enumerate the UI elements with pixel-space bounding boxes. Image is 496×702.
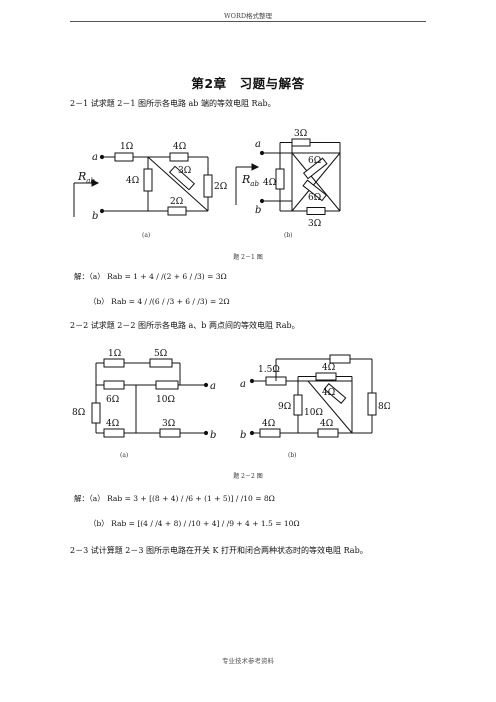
fig22a-r6-label: 4Ω — [106, 419, 119, 429]
fig22b-r5-label: 10Ω — [304, 408, 323, 418]
fig22a-r7-label: 3Ω — [162, 419, 175, 429]
fig21a-r5-label: 2Ω — [214, 182, 227, 192]
problem-2-1-text: 2－1 试求题 2－1 图所示各电路 ab 端的等效电阻 Rab。 — [70, 99, 276, 108]
problem-2-3-text: 2－3 试计算题 2－3 图所示电路在开关 K 打开和闭合两种状态时的等效电阻 … — [70, 546, 368, 555]
solution-2-2-a: 解：（a） Rab = 3 + [(8 + 4) / /6 + (1 + 5)]… — [74, 494, 275, 503]
fig22-caption: 题 2－2 图 — [233, 473, 263, 480]
fig22b-node-b: b — [240, 430, 246, 441]
fig22-sublabel-b: (b) — [288, 452, 297, 459]
fig21-sublabel-b: (b) — [284, 232, 293, 239]
fig21b-r1-label: 3Ω — [294, 129, 307, 139]
fig22a-r3-label: 6Ω — [106, 395, 119, 405]
fig21a-r3-label: 4Ω — [126, 176, 139, 186]
solution-2-2-b: （b） Rab = [(4 / /4 + 8) / /10 + 4] / /9 … — [89, 519, 300, 528]
chapter-title: 第2章 习题与解答 — [191, 76, 305, 91]
figure-2-2: 1Ω 5Ω 6Ω 10Ω 8Ω 4Ω 3Ω a b 1.5Ω 4Ω 4Ω 9Ω … — [72, 349, 390, 441]
fig22b-node-a: a — [240, 379, 246, 390]
solution-2-1-b: （b） Rab = 4 / /(6 / /3 + 6 / /3) = 2Ω — [89, 297, 230, 306]
fig22a-r4-label: 10Ω — [156, 395, 175, 405]
fig22a-r5-label: 8Ω — [72, 408, 85, 418]
fig22a-node-b: b — [210, 430, 216, 441]
fig21b-rab-label: Rab — [241, 173, 259, 188]
solution-2-1-a: 解：（a） Rab = 1 + 4 / /(2 + 6 / /3) = 3Ω — [74, 272, 227, 281]
fig22b-r1-label: 1.5Ω — [258, 365, 280, 375]
fig21b-r2-label: 6Ω — [308, 156, 321, 166]
fig21a-node-b: b — [92, 211, 98, 222]
fig22a-r1-label: 1Ω — [108, 349, 121, 359]
fig22b-r4-label: 9Ω — [278, 402, 291, 412]
fig21b-r3-label: 4Ω — [263, 178, 276, 188]
fig21b-node-a: a — [255, 139, 261, 150]
header-rule — [70, 21, 426, 22]
fig21a-r2-label: 4Ω — [173, 142, 186, 152]
fig21a-rab-label: Rab — [77, 170, 95, 185]
page-header: WORD格式整理 — [223, 12, 273, 20]
figure-2-1: 1Ω 4Ω 4Ω 3Ω 2Ω 2Ω a b Rab 3Ω 6Ω 4Ω 6Ω 3Ω… — [73, 129, 341, 229]
fig21a-node-a: a — [92, 152, 98, 163]
fig21a-r4-label: 3Ω — [178, 166, 191, 176]
fig21-caption: 题 2－1 图 — [233, 254, 263, 261]
fig21b-r4-label: 6Ω — [308, 193, 321, 203]
fig22b-r6-label: 8Ω — [378, 402, 390, 412]
fig21b-r5-label: 3Ω — [308, 219, 321, 229]
page-footer: 专业技术参考资料 — [222, 657, 274, 665]
fig21-sublabel-a: (a) — [142, 232, 151, 239]
fig22b-r8-label: 4Ω — [320, 419, 333, 429]
fig22b-r2-label: 4Ω — [322, 363, 335, 373]
fig22-sublabel-a: (a) — [120, 452, 129, 459]
problem-2-2-text: 2－2 试求题 2－2 图所示各电路 a、b 两点间的等效电阻 Rab。 — [70, 321, 300, 330]
fig22b-r7-label: 4Ω — [262, 419, 275, 429]
fig22b-r3-label: 4Ω — [322, 388, 335, 398]
fig21b-node-b: b — [255, 205, 261, 216]
fig21a-r6-label: 2Ω — [170, 197, 183, 207]
fig22a-node-a: a — [210, 381, 216, 392]
fig21a-r1-label: 1Ω — [120, 142, 133, 152]
fig22a-r2-label: 5Ω — [154, 349, 167, 359]
